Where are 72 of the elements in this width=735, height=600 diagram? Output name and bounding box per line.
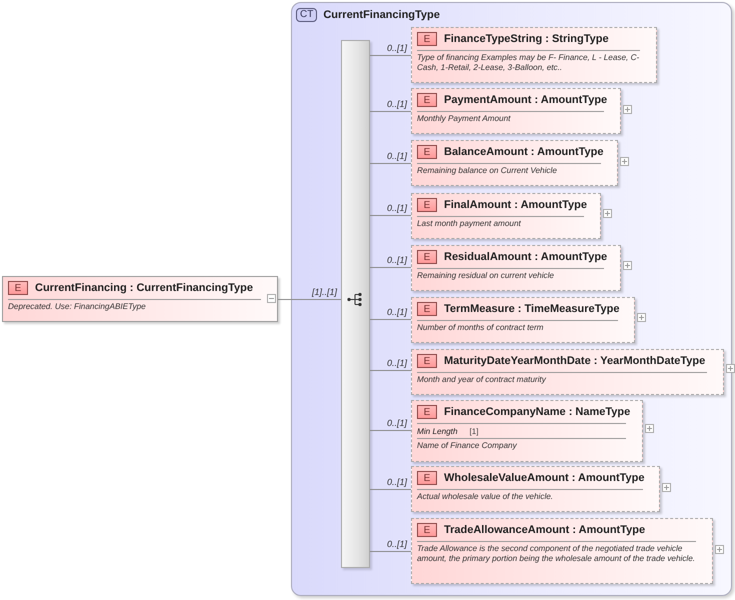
element-tag: E	[8, 281, 28, 295]
facet-value: [1]	[470, 427, 478, 436]
connector-line	[370, 319, 412, 320]
connector-line	[370, 163, 412, 164]
element-description: Number of months of contract term	[417, 323, 544, 333]
connector-line	[370, 267, 412, 268]
element-tag: E	[417, 145, 437, 159]
element-description: Name of Finance Company	[417, 441, 518, 451]
element-name: FinalAmount : AmountType	[444, 199, 587, 211]
element-description: Trade Allowance is the second component of the negotiated trade vehicle amount, the primary portion being the wholesale amount of the trade vehicle.	[417, 544, 696, 564]
element-name: PaymentAmount : AmountType	[444, 94, 608, 106]
element-tag: E	[417, 32, 437, 46]
element-box	[411, 245, 621, 291]
element-name: MaturityDateYearMonthDate : YearMonthDateType	[444, 355, 706, 367]
element-description: Deprecated. Use: FinancingABIEType	[8, 302, 147, 312]
connector-line	[370, 430, 412, 431]
connector-line	[278, 299, 342, 300]
element-box	[411, 193, 601, 239]
element-box	[411, 27, 657, 83]
edge-label: 0..[1]	[386, 203, 407, 213]
edge-label: 0..[1]	[386, 151, 407, 161]
element-box	[411, 400, 643, 462]
complex-type-panel	[291, 2, 732, 596]
element-box	[411, 349, 724, 395]
element-description: Last month payment amount	[417, 219, 522, 229]
element-tag: E	[417, 250, 437, 264]
connector-line	[370, 370, 412, 371]
facet-name: Min Length	[417, 427, 458, 436]
edge-label: 0..[1]	[386, 477, 407, 487]
element-name: TermMeasure : TimeMeasureType	[444, 303, 620, 315]
element-description: Monthly Payment Amount	[417, 114, 512, 124]
element-name: CurrentFinancing : CurrentFinancingType	[35, 282, 253, 294]
element-description: Month and year of contract maturity	[417, 375, 548, 385]
element-name: TradeAllowanceAmount : AmountType	[444, 524, 646, 536]
type-tag: CT	[296, 8, 318, 22]
element-name: FinanceCompanyName : NameType	[444, 406, 630, 418]
element-description: Actual wholesale value of the vehicle.	[417, 492, 554, 502]
connector-line	[370, 551, 412, 552]
element-name: BalanceAmount : AmountType	[444, 146, 604, 158]
connector-line	[370, 489, 412, 490]
element-tag: E	[417, 354, 437, 368]
edge-label: 0..[1]	[386, 418, 407, 428]
element-description: Remaining residual on current vehicle	[417, 271, 555, 281]
sequence-bar	[341, 40, 370, 568]
element-box	[411, 140, 618, 186]
element-box	[411, 297, 635, 343]
element-name: ResidualAmount : AmountType	[444, 251, 608, 263]
element-name: WholesaleValueAmount : AmountType	[444, 472, 644, 484]
element-tag: E	[417, 405, 437, 419]
edge-label: 0..[1]	[386, 539, 407, 549]
element-box	[411, 466, 660, 512]
element-name: FinanceTypeString : StringType	[444, 33, 609, 45]
edge-label: [1]..[1]	[310, 287, 337, 297]
element-box	[411, 518, 713, 584]
edge-label: 0..[1]	[386, 43, 407, 53]
element-description: Type of financing Examples may be F- Finance, L - Lease, C-Cash, 1-Retail, 2-Lease, 3-Balloon, etc..	[417, 53, 640, 73]
edge-label: 0..[1]	[386, 307, 407, 317]
element-tag: E	[417, 93, 437, 107]
edge-label: 0..[1]	[386, 358, 407, 368]
element-tag: E	[417, 302, 437, 316]
type-name: CurrentFinancingType	[323, 9, 440, 21]
element-tag: E	[417, 471, 437, 485]
element-box	[411, 88, 621, 134]
edge-label: 0..[1]	[386, 99, 407, 109]
element-tag: E	[417, 523, 437, 537]
element-description: Remaining balance on Current Vehicle	[417, 166, 558, 176]
connector-line	[370, 215, 412, 216]
element-tag: E	[417, 198, 437, 212]
element-box	[2, 276, 278, 322]
connector-line	[370, 55, 412, 56]
connector-line	[370, 111, 412, 112]
edge-label: 0..[1]	[386, 255, 407, 265]
